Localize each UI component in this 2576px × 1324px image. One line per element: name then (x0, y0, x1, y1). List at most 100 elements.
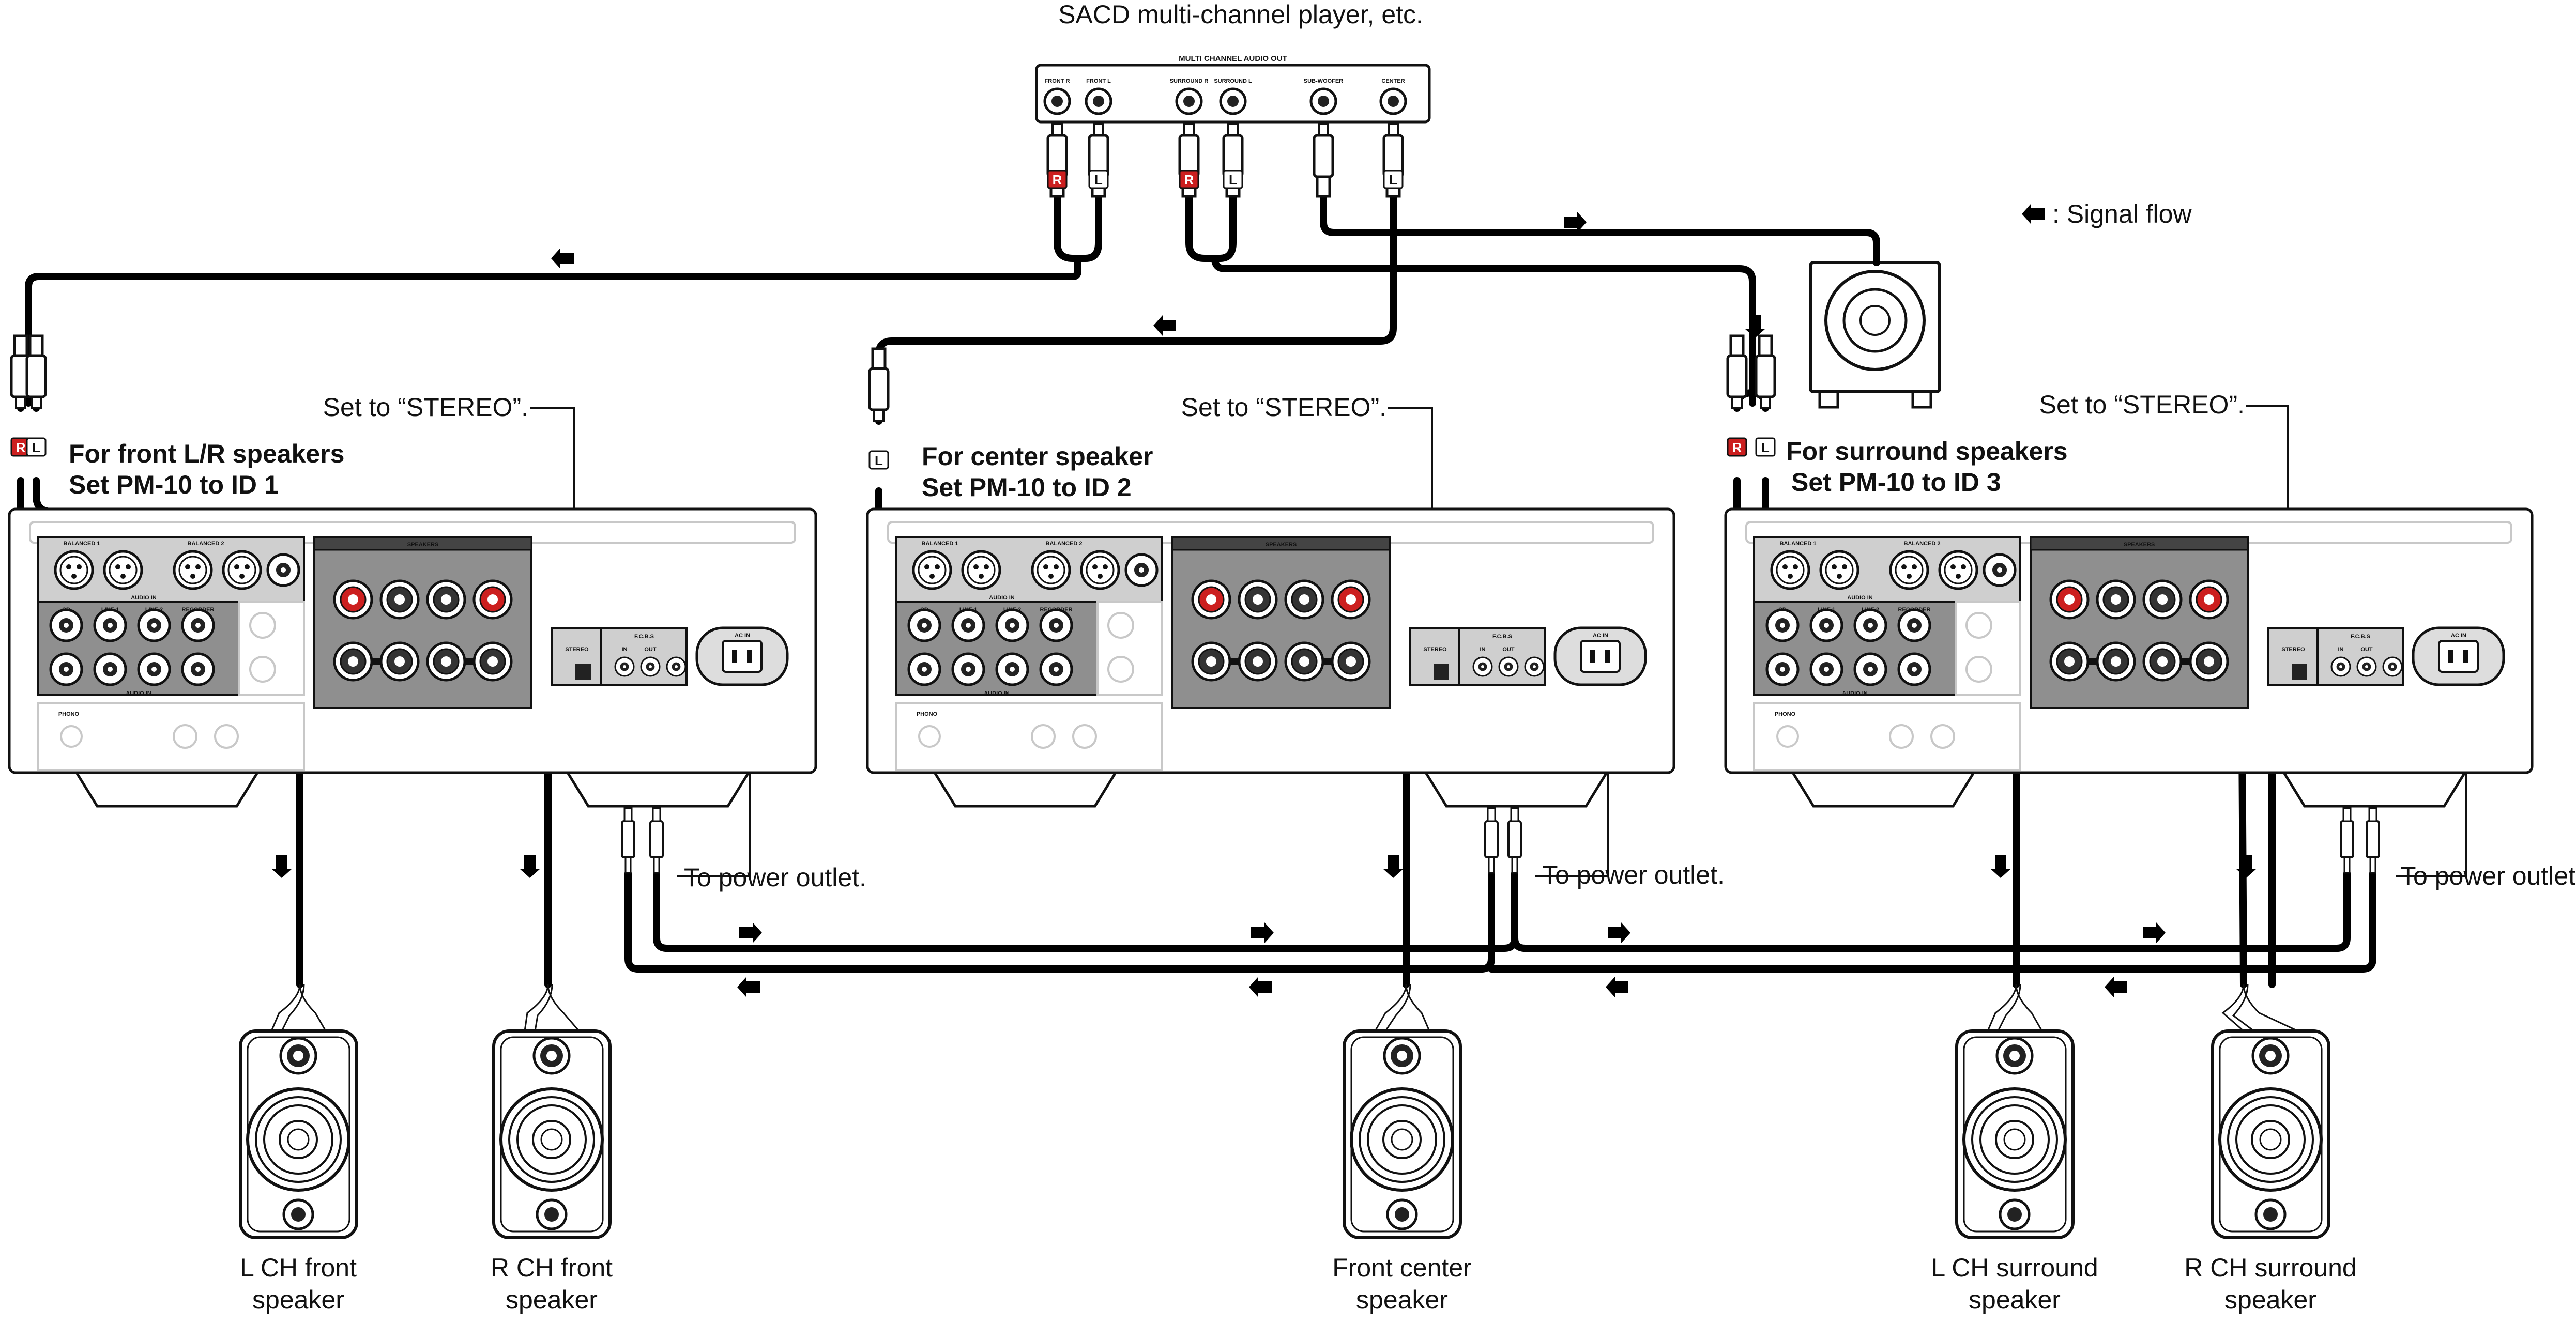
signal-flow-arrow-icon (551, 248, 574, 269)
panel-label: LINE 2 (1862, 607, 1879, 613)
panel-label: F.C.B.S (1492, 634, 1512, 640)
loudspeaker-icon (2213, 1031, 2329, 1238)
set-stereo-note-1: Set to “STEREO”. (323, 393, 528, 422)
panel-label: STEREO (565, 646, 589, 653)
speaker-label-line2: speaker (1969, 1285, 2061, 1314)
plug-mark-l: L (1094, 172, 1103, 188)
source-output-sub-woofer: SUB-WOOFER (1304, 78, 1343, 115)
panel-label: IN (2338, 646, 2344, 653)
signal-flow-arrow-icon (1990, 855, 2011, 878)
signal-flow-arrow-icon (2022, 204, 2045, 224)
panel-label: SPEAKERS (2124, 542, 2155, 548)
panel-label: IN (622, 646, 628, 653)
panel-label: AC IN (2451, 633, 2466, 639)
plug-mark-l: L (1229, 172, 1237, 188)
amp-input-plug: R (1728, 336, 1746, 457)
panel-label: AC IN (1593, 633, 1608, 639)
mini-plug-icon (1484, 807, 1499, 874)
panel-label: PHONO (58, 711, 80, 717)
signal-flow-arrow-icon (739, 922, 762, 943)
rca-plug-icon (27, 336, 45, 408)
rca-plug-icon (1756, 336, 1775, 408)
speaker-label-line2: speaker (2224, 1285, 2316, 1314)
mini-plug-icon (2366, 807, 2380, 874)
panel-label: PHONO (1775, 711, 1796, 717)
amp1-setting: Set PM-10 to ID 1 (69, 470, 279, 499)
speaker-label-line2: speaker (506, 1285, 598, 1314)
panel-label: RECORDER (182, 607, 215, 613)
signal-flow-arrow-icon (1608, 922, 1630, 943)
loudspeaker-icon (1344, 1031, 1460, 1238)
panel-label: LINE 1 (101, 607, 119, 613)
plug-mark-l: L (1389, 172, 1397, 188)
source-output-label: CENTER (1381, 78, 1405, 84)
speaker-label-line1: L CH front (240, 1253, 357, 1282)
amp3-title: For surround speakers (1786, 437, 2068, 466)
speaker-label-line1: Front center (1332, 1253, 1472, 1282)
source-title: SACD multi-channel player, etc. (1058, 0, 1423, 29)
panel-label: LINE 1 (959, 607, 977, 613)
mini-plug-icon (649, 807, 664, 874)
speaker-1: L CH front speaker (240, 984, 357, 1314)
signal-flow-legend: : Signal flow (2022, 199, 2192, 228)
signal-flow-arrow-icon (1745, 315, 1765, 338)
panel-label: CD (62, 607, 70, 613)
plug-mark-l: L (1761, 440, 1770, 455)
panel-label: OUT (2360, 646, 2373, 653)
loudspeaker-icon (240, 1031, 357, 1238)
signal-flow-arrow-icon (2105, 977, 2127, 997)
speaker-label-line2: speaker (252, 1285, 344, 1314)
amplifiers: BALANCED 1 BALANCED 2 AUDIO IN CD LINE 1 LINE… (9, 509, 2532, 806)
panel-label: AUDIO IN (1842, 690, 1868, 697)
panel-label: BALANCED 2 (1046, 541, 1083, 547)
panel-label: CD (1778, 607, 1787, 613)
source-plug: R (1048, 124, 1066, 196)
amp2-title: For center speaker (922, 442, 1153, 471)
rca-plug-icon (870, 349, 888, 421)
source-output-label: FRONT R (1045, 78, 1070, 84)
panel-label: BALANCED 1 (922, 541, 958, 547)
power-outlet-note-2: To power outlet. (1542, 860, 1725, 889)
signal-flow-arrow-icon (1606, 977, 1628, 997)
panel-label: F.C.B.S (2351, 634, 2370, 640)
panel-label: BALANCED 2 (188, 541, 224, 547)
panel-label: BALANCED 1 (1780, 541, 1817, 547)
panel-label: AUDIO IN (1847, 595, 1873, 601)
mini-plug-icon (621, 807, 635, 874)
amp2-setting: Set PM-10 to ID 2 (922, 473, 1132, 502)
signal-flow-arrow-icon (2236, 855, 2257, 878)
mini-plug-icon (1507, 807, 1522, 874)
amp-input-plug: L (27, 336, 45, 457)
source-plug: L (1384, 124, 1403, 196)
amplifier-body (9, 509, 816, 806)
signal-flow-arrow-icon (1251, 922, 1274, 943)
panel-label: OUT (1502, 646, 1515, 653)
signal-flow-arrow-icon (1249, 977, 1272, 997)
source-output-label: FRONT L (1086, 78, 1111, 84)
mini-plug-icon (2340, 807, 2354, 874)
signal-flow-arrow-icon (737, 977, 760, 997)
amplifier-body (1726, 509, 2532, 806)
source-output-center: CENTER (1379, 78, 1407, 115)
plug-mark-l: L (875, 453, 883, 468)
panel-label: BALANCED 1 (64, 541, 100, 547)
source-device-panel: MULTI CHANNEL AUDIO OUT FRONT R FRONT L SU… (1035, 54, 1431, 124)
panel-label: SPEAKERS (407, 542, 439, 548)
rca-plug-icon (1314, 124, 1333, 196)
source-panel-header: MULTI CHANNEL AUDIO OUT (1179, 54, 1287, 63)
plug-mark-r: R (1184, 172, 1194, 188)
source-output-surround-l: SURROUND L (1214, 78, 1252, 115)
plug-mark-r: R (1053, 172, 1062, 188)
panel-label: AUDIO IN (984, 690, 1010, 697)
annotations: Set to “STEREO”. Set to “STEREO”. Set to… (69, 390, 2576, 892)
source-output-front-l: FRONT L (1085, 78, 1112, 115)
panel-label: AC IN (735, 633, 750, 639)
source-plug: L (1089, 124, 1108, 196)
